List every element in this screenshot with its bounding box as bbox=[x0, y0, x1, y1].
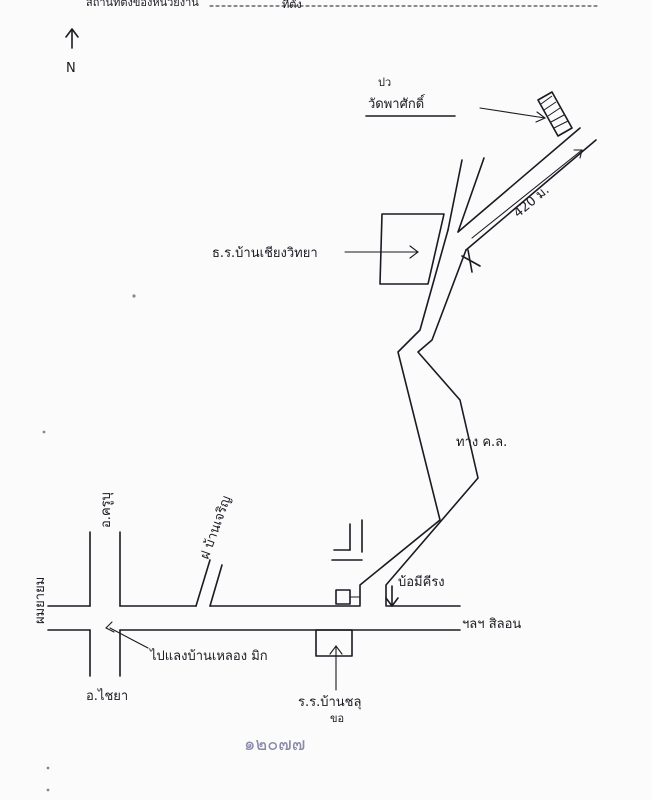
main-horizontal-road bbox=[47, 605, 461, 631]
school-bottom-building bbox=[315, 629, 353, 657]
distance-arrow-icon bbox=[573, 149, 583, 159]
road-name-label: ทาง ค.ล. bbox=[456, 435, 507, 450]
school-bottom-sub-label: ขอ bbox=[330, 712, 344, 725]
left-vertical-road bbox=[89, 531, 121, 677]
distance-line bbox=[471, 149, 583, 239]
bottom-left-label: อ.ไชยา bbox=[86, 688, 128, 704]
bottom-number-label: ๑๒๐๗๗ bbox=[244, 734, 305, 755]
temple-pointer-arrow-icon bbox=[535, 111, 547, 123]
school-top-label: ธ.ร.บ้านเชียงวิทยา bbox=[212, 245, 318, 261]
stray-dot bbox=[46, 788, 50, 792]
branch-road-label: ฝ บ้านเจริญ bbox=[198, 494, 235, 561]
header-center-text: ที่ตั้ง bbox=[282, 0, 302, 11]
bottom-arrow-label: ไปแลงบ้านเหลอง มิก bbox=[149, 648, 268, 664]
school-bottom-label: ร.ร.บ้านชลุ bbox=[298, 695, 361, 710]
pond-label: บ้อมีคีรง bbox=[398, 574, 445, 590]
main-road bbox=[359, 127, 597, 606]
stray-dot bbox=[46, 766, 50, 770]
temple-label: วัดพาศักดิ์ bbox=[368, 94, 426, 112]
distance-tick-icon bbox=[461, 249, 481, 273]
north-label: N bbox=[66, 61, 76, 76]
school-top-building bbox=[379, 213, 445, 285]
bottom-arrow-icon bbox=[105, 621, 115, 633]
village-right-label: ฯลฯ สิลอน bbox=[462, 617, 521, 632]
temple-building bbox=[537, 91, 573, 137]
header-left-text: สถานที่ตั้งของหน่วยงาน bbox=[86, 0, 199, 9]
school-bottom-arrow-icon bbox=[329, 645, 343, 655]
bottom-arrow-line bbox=[109, 627, 149, 649]
temple-prefix-label: ปว bbox=[378, 76, 391, 89]
village-left-label: ผมยายม bbox=[33, 577, 48, 624]
stray-dot bbox=[42, 430, 46, 434]
pond-box bbox=[335, 589, 351, 605]
side-road-stub bbox=[331, 519, 363, 561]
north-arrow-icon bbox=[65, 28, 79, 49]
school-top-arrow-icon bbox=[409, 245, 419, 259]
stray-dot bbox=[132, 294, 136, 298]
temple-pointer-line bbox=[479, 107, 546, 119]
branch-road bbox=[195, 559, 223, 607]
top-left-road-label: อ.ครูบุ bbox=[99, 492, 114, 528]
